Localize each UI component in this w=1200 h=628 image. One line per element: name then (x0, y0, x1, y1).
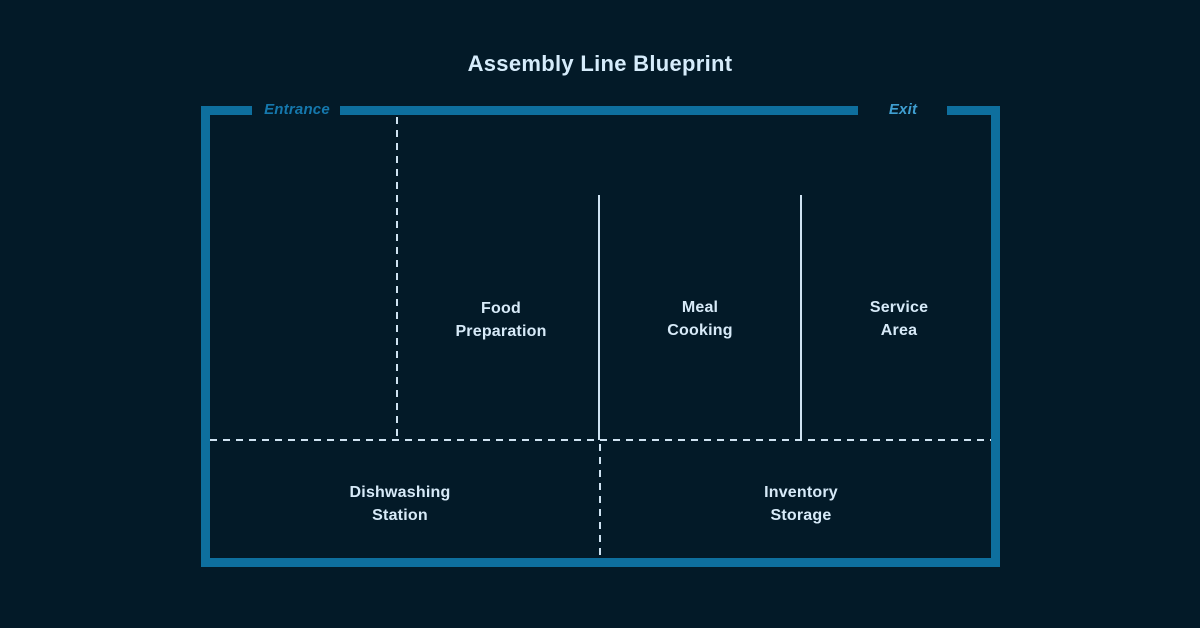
partition-prep-cooking (598, 195, 600, 440)
exit-label: Exit (888, 101, 918, 118)
room-label-dishwashing-station: Dishwashing Station (349, 484, 451, 524)
partition-dashed-prep-left (396, 117, 398, 437)
wall-left (201, 106, 210, 567)
wall-bottom (201, 558, 1000, 567)
page-title: Assembly Line Blueprint (467, 51, 733, 76)
partition-cooking-service (800, 195, 802, 440)
room-label-inventory-storage: Inventory Storage (764, 484, 838, 524)
partition-dashed-back-rooms (210, 439, 991, 441)
wall-top-segment-left (201, 106, 252, 115)
wall-top-segment-right (947, 106, 1000, 115)
partition-dashed-dish-inventory (599, 444, 601, 556)
room-label-meal-cooking: Meal Cooking (667, 299, 733, 339)
room-label-service-area: Service Area (869, 299, 929, 339)
wall-top-segment-mid (340, 106, 858, 115)
wall-right (991, 106, 1000, 567)
entrance-label: Entrance (264, 101, 330, 118)
room-label-food-preparation: Food Preparation (455, 300, 547, 340)
